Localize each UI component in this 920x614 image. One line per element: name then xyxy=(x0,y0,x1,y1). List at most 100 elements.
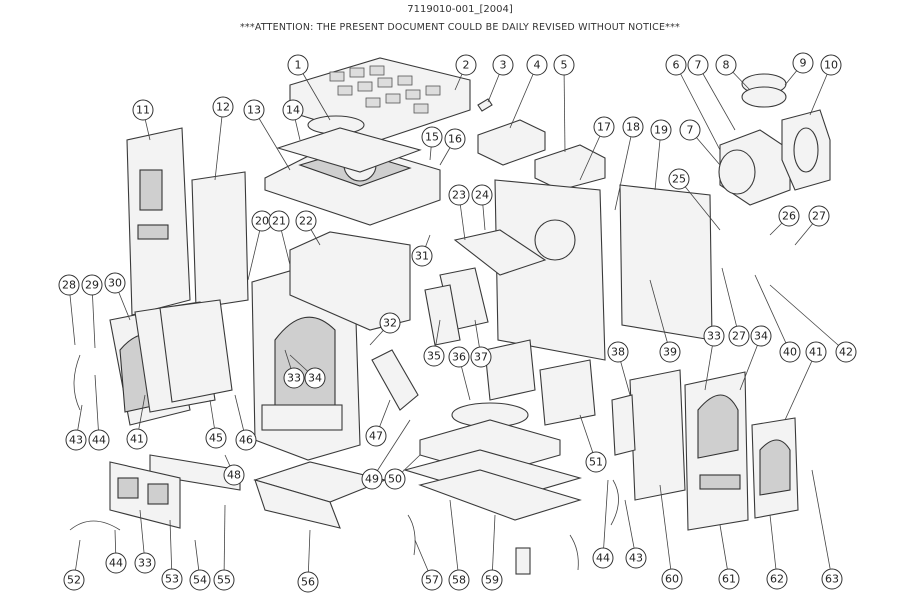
callout-45: 45 xyxy=(205,399,227,449)
callout-bubble xyxy=(481,569,503,591)
callout-44: 44 xyxy=(592,479,614,569)
callout-bubble xyxy=(659,341,681,363)
leader-line xyxy=(214,106,224,181)
callout-11: 11 xyxy=(132,99,154,141)
firebox-back xyxy=(494,179,606,361)
callout-bubble xyxy=(444,128,466,150)
leader-line xyxy=(449,499,460,581)
callout-47: 47 xyxy=(365,399,391,447)
callout-number: 24 xyxy=(475,189,489,202)
callout-number: 12 xyxy=(216,101,230,114)
callout-6: 6 xyxy=(665,54,721,151)
door-panel-60 xyxy=(629,369,686,501)
handle-43 xyxy=(73,354,81,411)
callout-bubble xyxy=(205,427,227,449)
callout-61: 61 xyxy=(718,524,740,590)
callout-number: 22 xyxy=(299,215,313,228)
callout-bubble xyxy=(592,547,614,569)
callout-7: 7 xyxy=(687,54,736,131)
callout-bubble xyxy=(668,168,690,190)
callout-number: 60 xyxy=(665,573,679,586)
firebrick-1 xyxy=(484,339,536,401)
callout-bubble xyxy=(213,569,235,591)
callout-number: 19 xyxy=(654,124,668,137)
firebrick-51 xyxy=(539,359,596,426)
callout-number: 55 xyxy=(217,574,231,587)
callout-bubble xyxy=(703,325,725,347)
callout-number: 6 xyxy=(673,59,680,72)
callout-number: 34 xyxy=(754,330,768,343)
callout-number: 44 xyxy=(109,557,123,570)
callout-33: 33 xyxy=(134,509,156,574)
callout-23: 23 xyxy=(448,184,470,241)
callout-number: 23 xyxy=(452,189,466,202)
callout-43: 43 xyxy=(65,404,87,451)
callout-bubble xyxy=(105,552,127,574)
callout-bubble xyxy=(808,205,830,227)
callout-51: 51 xyxy=(579,414,607,473)
callout-number: 46 xyxy=(239,434,253,447)
callout-number: 21 xyxy=(272,215,286,228)
callout-number: 33 xyxy=(707,330,721,343)
base-part-59 xyxy=(418,469,582,521)
leader-line xyxy=(769,514,778,580)
callout-number: 14 xyxy=(286,104,300,117)
callout-57: 57 xyxy=(414,539,443,591)
handle-43-right xyxy=(610,479,619,526)
callout-number: 25 xyxy=(672,173,686,186)
callout-number: 3 xyxy=(500,59,507,72)
callout-bubble xyxy=(189,569,211,591)
callout-58: 58 xyxy=(448,499,470,591)
callout-number: 29 xyxy=(85,279,99,292)
callout-14: 14 xyxy=(282,99,304,141)
callout-number: 38 xyxy=(611,346,625,359)
callout-number: 37 xyxy=(474,351,488,364)
callout-bubble xyxy=(423,345,445,367)
callout-bubble xyxy=(585,451,607,473)
callout-18: 18 xyxy=(614,116,644,211)
callout-number: 44 xyxy=(596,552,610,565)
callout-bubble xyxy=(421,569,443,591)
callout-number: 33 xyxy=(287,372,301,385)
callout-bubble xyxy=(455,54,477,76)
callout-number: 41 xyxy=(809,346,823,359)
callout-54: 54 xyxy=(189,539,211,591)
callout-4: 4 xyxy=(509,54,548,129)
callout-33: 33 xyxy=(703,325,725,391)
callout-bubble xyxy=(282,99,304,121)
callout-number: 36 xyxy=(452,351,466,364)
callout-bubble xyxy=(792,52,814,74)
callout-number: 53 xyxy=(165,573,179,586)
callout-17: 17 xyxy=(579,116,615,181)
callout-number: 20 xyxy=(255,215,269,228)
callout-number: 59 xyxy=(485,574,499,587)
leader-line xyxy=(509,64,538,129)
panel-35 xyxy=(424,284,461,346)
callout-10: 10 xyxy=(809,54,842,116)
callout-bubble xyxy=(212,96,234,118)
callout-9: 9 xyxy=(784,52,814,86)
callout-56: 56 xyxy=(297,529,319,593)
leader-line xyxy=(675,64,721,151)
callout-8: 8 xyxy=(715,54,751,91)
leader-line xyxy=(614,126,634,211)
callout-bubble xyxy=(625,547,647,569)
callout-41: 41 xyxy=(784,341,827,421)
callout-number: 61 xyxy=(722,573,736,586)
callout-bubble xyxy=(365,425,387,447)
callout-bubble xyxy=(718,568,740,590)
callout-number: 27 xyxy=(812,210,826,223)
callout-44: 44 xyxy=(88,374,110,451)
flue-collar-assembly xyxy=(718,73,831,206)
callout-bubble xyxy=(805,341,827,363)
callout-bubble xyxy=(421,126,443,148)
callout-34: 34 xyxy=(289,354,326,389)
callout-1: 1 xyxy=(287,54,331,121)
leader-line xyxy=(697,64,736,131)
callout-bubble xyxy=(779,341,801,363)
callout-bubble xyxy=(384,468,406,490)
callout-53: 53 xyxy=(161,519,183,590)
door-panel-62 xyxy=(751,417,799,519)
callout-number: 47 xyxy=(369,430,383,443)
callout-43: 43 xyxy=(624,499,647,569)
